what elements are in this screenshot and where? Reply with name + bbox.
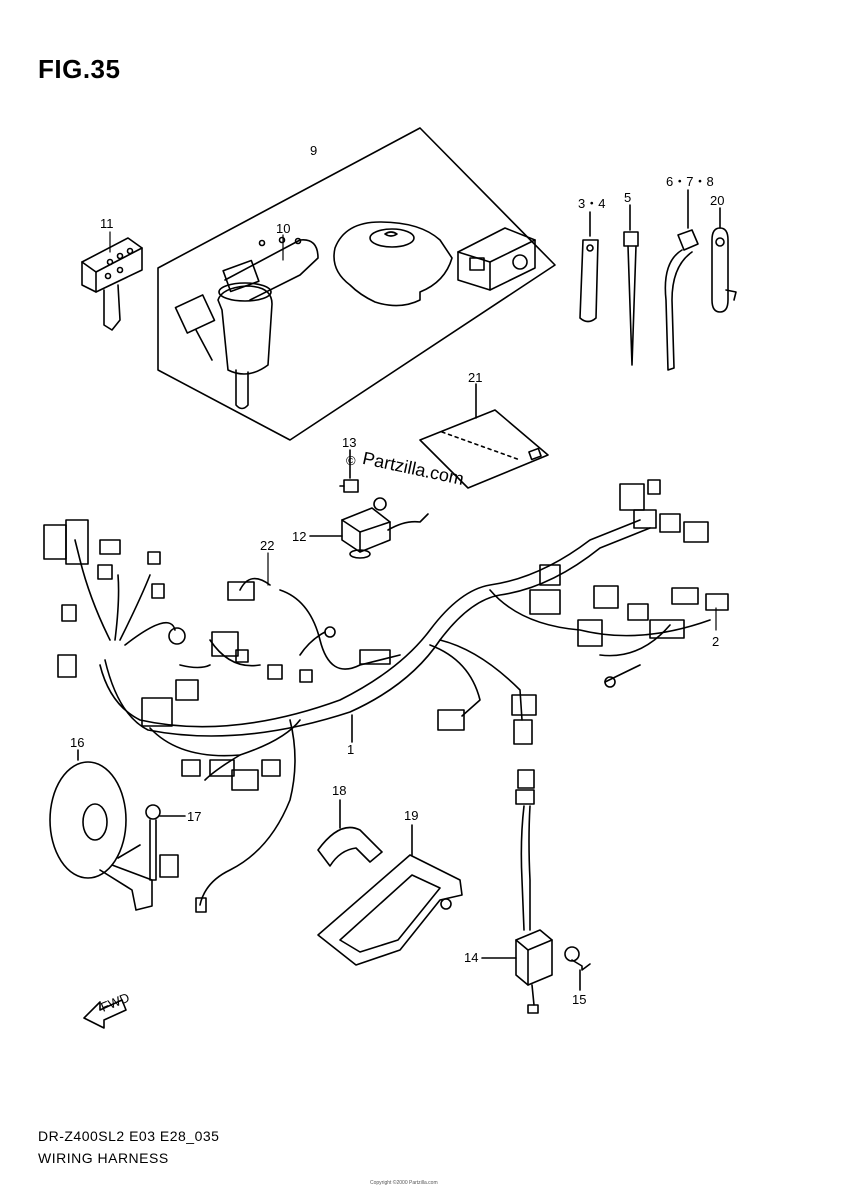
main-wiring-harness-part-1 (74, 519, 711, 906)
label-sheet-part-21 (419, 383, 549, 489)
part-label-6-7-8: 6・7・8 (666, 174, 714, 189)
figure-title: FIG.35 (38, 54, 121, 84)
part-label-20: 20 (710, 193, 724, 208)
bracket-part-19 (317, 824, 463, 966)
part-label-15: 15 (572, 992, 586, 1007)
copyright-symbol: © (346, 453, 356, 468)
part-label-17: 17 (187, 809, 201, 824)
relay-part-12 (309, 497, 429, 559)
part-label-1: 1 (347, 742, 354, 757)
cable-tie-part-6-7-8 (664, 189, 699, 371)
part-label-3-4: 3・4 (578, 196, 605, 211)
part-label-18: 18 (332, 783, 346, 798)
part-label-19: 19 (404, 808, 418, 823)
cable-tie-part-5 (623, 204, 639, 366)
ignition-set-box (157, 127, 556, 441)
sensor-part-14 (481, 769, 553, 1014)
clamp-part-3-4 (579, 211, 599, 323)
part-label-5: 5 (624, 190, 631, 205)
seat-lock (457, 227, 536, 291)
screw-part-13 (339, 449, 359, 493)
fine-print: Copyright ©2000 Partzilla.com (370, 1180, 438, 1186)
leader-lines (109, 231, 717, 631)
part-label-16: 16 (70, 735, 84, 750)
part-label-10: 10 (276, 221, 290, 236)
fuel-cap (333, 221, 453, 307)
horn-part-16 (49, 749, 153, 911)
part-label-12: 12 (292, 529, 306, 544)
part-label-21: 21 (468, 370, 482, 385)
forward-arrow: FWD (83, 990, 132, 1029)
clip-part-20 (711, 207, 737, 313)
harness-connectors (43, 479, 729, 913)
part-label-22: 22 (260, 538, 274, 553)
footer-name: WIRING HARNESS (38, 1150, 169, 1166)
screw-part-15 (564, 946, 591, 991)
part-label-11: 11 (100, 216, 114, 231)
part-label-9: 9 (310, 143, 317, 158)
bolt-part-17 (145, 804, 186, 881)
part-label-13: 13 (342, 435, 356, 450)
ignition-switch-part-10 (174, 236, 319, 410)
part-label-14: 14 (464, 950, 478, 965)
footer-code: DR-Z400SL2 E03 E28_035 (38, 1128, 220, 1144)
key-part-11 (81, 237, 143, 331)
cover-part-18 (317, 799, 383, 867)
part-label-2: 2 (712, 634, 719, 649)
